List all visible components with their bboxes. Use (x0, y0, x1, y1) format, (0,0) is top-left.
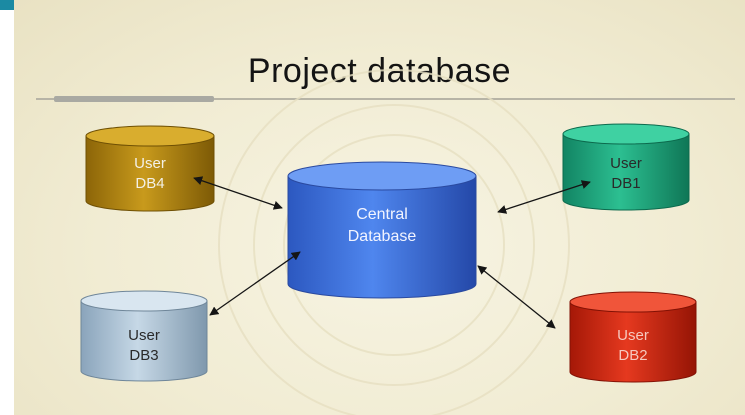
user-db4-label-line2: DB4 (135, 175, 165, 192)
central-database-cylinder (287, 161, 477, 299)
user-db1-label-line1: User (610, 155, 642, 172)
user-db2-cylinder (569, 291, 697, 383)
user-db2-label-line2: DB2 (618, 347, 648, 364)
user-db3-label-line1: User (128, 327, 160, 344)
user-db3-label-line2: DB3 (129, 347, 159, 364)
user-db1-cylinder (562, 123, 690, 211)
central-label-line1: Central (356, 206, 408, 223)
user-db3-cylinder (80, 290, 208, 382)
arrow-db2-central (477, 265, 556, 329)
background-rings (218, 69, 570, 415)
user-db2-label-line1: User (617, 327, 649, 344)
title-divider-accent (54, 96, 214, 102)
user-db1-label-line2: DB1 (611, 175, 641, 192)
user-db1-label: User DB1 (586, 154, 666, 194)
database-diagram (80, 69, 697, 415)
arrow-db3-central (209, 251, 301, 316)
user-db4-label-line1: User (134, 155, 166, 172)
central-label-line2: Database (347, 228, 417, 245)
arrow-db4-central (193, 176, 283, 210)
slide: Project database (14, 0, 745, 415)
user-db3-label: User DB3 (104, 326, 184, 366)
arrow-db1-central (497, 180, 591, 214)
user-db2-label: User DB2 (593, 326, 673, 366)
central-database-label: Central Database (312, 204, 452, 248)
user-db4-cylinder (85, 125, 215, 212)
title-divider (36, 98, 735, 100)
user-db4-label: User DB4 (110, 154, 190, 194)
